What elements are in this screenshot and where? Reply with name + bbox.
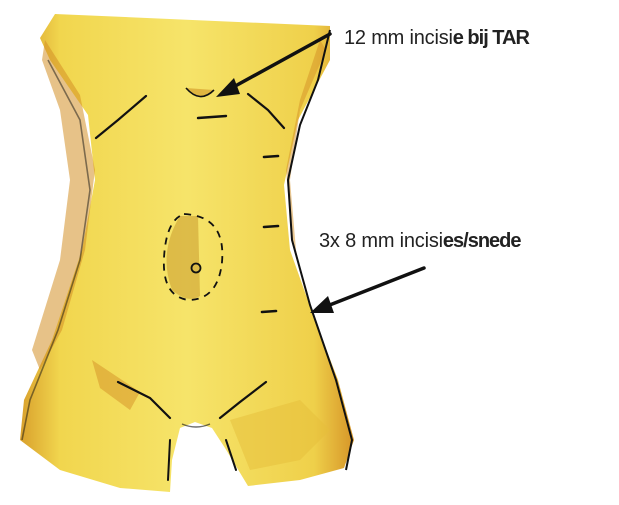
port-incisions-label-bold: es/snede <box>443 230 521 252</box>
upper-incision-label-plain: 12 mm incisi <box>344 27 453 49</box>
port-incision-1 <box>264 156 278 157</box>
port-incision-2 <box>264 226 278 227</box>
upper-incision-label-bold: e bij TAR <box>453 27 529 49</box>
port-incisions-label-plain: 3x 8 mm incisi <box>319 230 443 252</box>
port-incisions-label: 3x 8 mm incisies/snede <box>319 230 521 253</box>
upper-incision-label: 12 mm incisie bij TAR <box>344 27 529 50</box>
side-pointer-arrow <box>310 268 424 313</box>
port-incision-3 <box>262 311 276 312</box>
